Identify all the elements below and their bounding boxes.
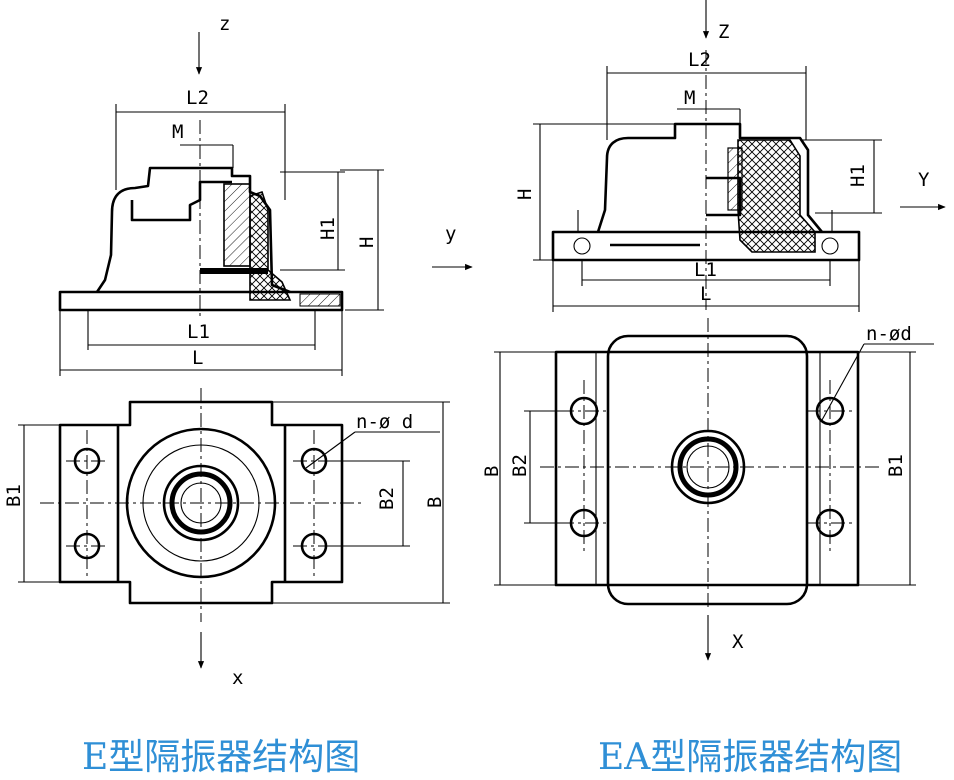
y-axis-label: Y [918, 169, 930, 191]
steel-insert-section [223, 183, 251, 267]
dim-l2-label: L2 [688, 49, 711, 71]
dim-h1-label: H1 [317, 217, 339, 240]
housing-inner-step [130, 180, 232, 222]
base-insert-section [299, 293, 341, 307]
rubber-section [737, 139, 816, 253]
dim-h1-label: H1 [847, 164, 869, 187]
dim-h-label: H [514, 189, 536, 200]
dim-l1-label: L1 [694, 259, 717, 281]
base-plate-outline [554, 350, 860, 587]
x-axis-label: x [232, 667, 243, 689]
z-axis-label: z [219, 13, 230, 35]
e-type-elevation-view: z y L2 M H1 H L1 [58, 13, 473, 376]
dim-b-label: B [424, 497, 446, 508]
dim-b1-label: B1 [885, 454, 907, 477]
hole-callout-leader [821, 343, 865, 421]
dim-m-label: M [172, 121, 183, 143]
ea-type-caption: EA型隔振器结构图 [598, 737, 903, 778]
z-axis-label: Z [718, 21, 729, 43]
hole-callout-label: n-ød [866, 323, 912, 345]
e-type-plan-view: x B1 B2 B n-ø d [3, 388, 450, 689]
dim-b2-label: B2 [509, 454, 531, 477]
ea-type-plan-view: X B B2 B1 n-ød [481, 318, 934, 661]
e-type-caption: E型隔振器结构图 [82, 737, 361, 778]
x-axis-label: X [732, 631, 744, 653]
steel-insert-section [727, 147, 743, 211]
housing-outline [596, 122, 824, 233]
ea-type-elevation-view: Z Y L2 M H H1 [514, 0, 946, 312]
plan-outline [58, 400, 344, 605]
core-bolt-slot [200, 268, 268, 274]
dim-l2-label: L2 [186, 87, 209, 109]
dim-l-label: L [700, 283, 711, 305]
base-plate [58, 290, 344, 312]
dim-b-label: B [481, 466, 503, 477]
hole-callout-leader [305, 431, 356, 469]
dim-h-label: H [356, 237, 378, 248]
dim-l1-label: L1 [187, 321, 210, 343]
dim-b1-label: B1 [3, 484, 25, 507]
housing-outline [95, 166, 291, 294]
dim-m-label: M [684, 87, 695, 109]
y-axis-label: y [445, 223, 456, 245]
hole-callout-label: n-ø d [356, 411, 413, 433]
dim-b2-label: B2 [376, 487, 398, 510]
dim-l-label: L [192, 347, 203, 369]
